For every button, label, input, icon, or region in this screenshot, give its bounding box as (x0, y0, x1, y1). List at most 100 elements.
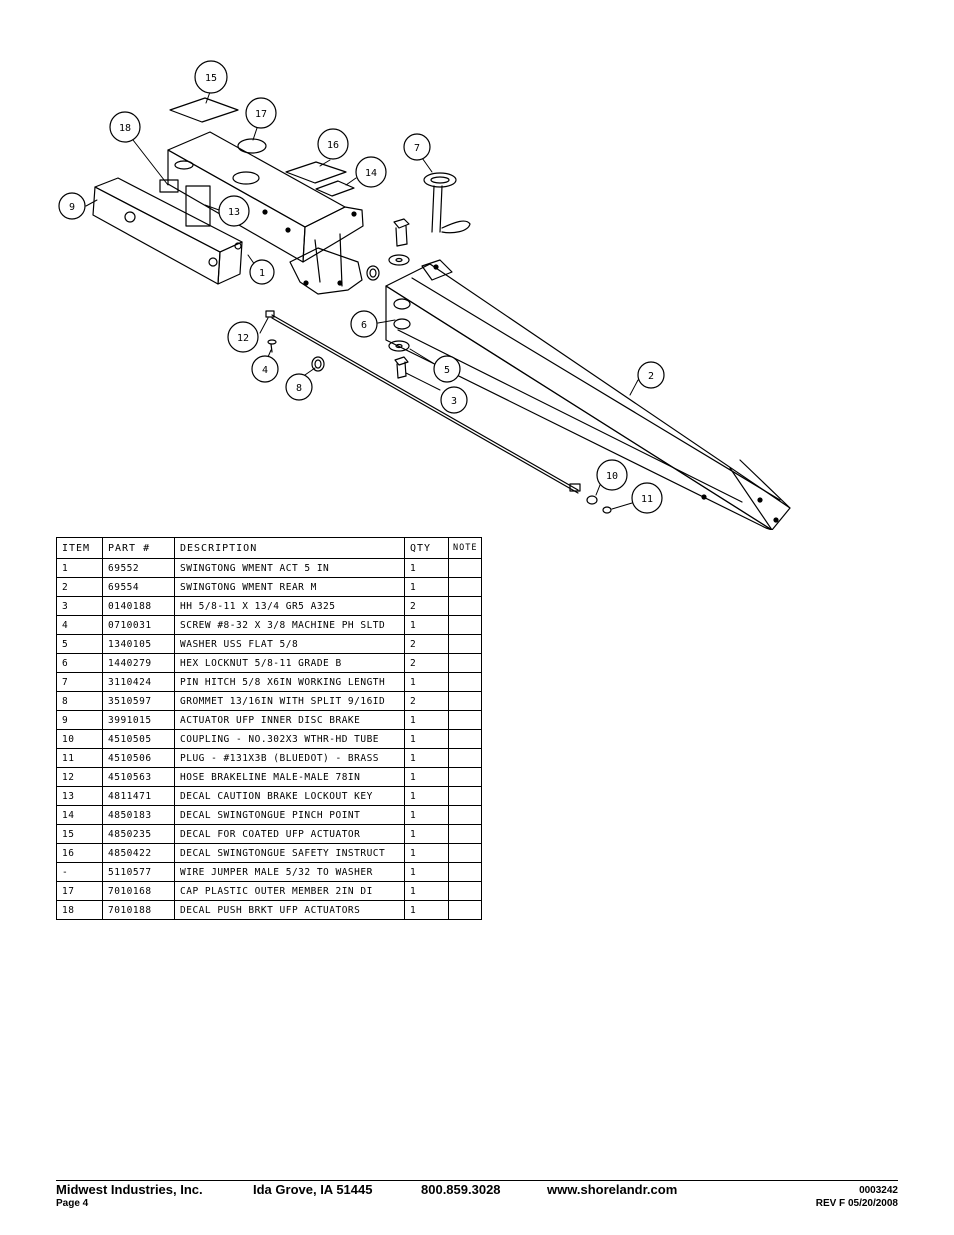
cell-description: DECAL FOR COATED UFP ACTUATOR (174, 824, 405, 844)
decal-14 (315, 180, 355, 197)
cell-note (447, 786, 483, 806)
cell-qty: 1 (404, 710, 449, 730)
cell-qty: 1 (404, 786, 449, 806)
cell-item: 14 (56, 805, 103, 825)
cell-description: SWINGTONG WMENT REAR M (174, 577, 405, 597)
cell-note (447, 805, 483, 825)
cell-part-number: 7010168 (102, 881, 175, 901)
callout-label: 9 (69, 202, 75, 213)
callout-label: 4 (262, 365, 268, 376)
cell-part-number: 1440279 (102, 653, 175, 673)
decal-16 (285, 161, 347, 184)
cell-item: 13 (56, 786, 103, 806)
callout-16: 16 (317, 128, 349, 160)
cell-note (447, 577, 483, 597)
cell-item: 7 (56, 672, 103, 692)
cap-17 (237, 138, 267, 154)
cell-item: 15 (56, 824, 103, 844)
cell-note (447, 767, 483, 787)
callout-1: 1 (249, 259, 275, 285)
cell-note (447, 634, 483, 654)
cell-item: 16 (56, 843, 103, 863)
callout-label: 17 (255, 109, 267, 120)
cell-note (447, 729, 483, 749)
callout-9: 9 (58, 192, 86, 220)
callout-label: 18 (119, 123, 131, 134)
cell-note (447, 596, 483, 616)
cell-part-number: 4510505 (102, 729, 175, 749)
callout-label: 13 (228, 207, 240, 218)
cell-note (447, 672, 483, 692)
cell-qty: 1 (404, 767, 449, 787)
cell-qty: 1 (404, 881, 449, 901)
cell-item: 8 (56, 691, 103, 711)
callout-label: 3 (451, 396, 457, 407)
page-number: Page 4 (56, 1198, 89, 1209)
coupling-10 (586, 495, 598, 505)
header-part-number: PART # (102, 537, 175, 559)
company-city: Ida Grove, IA 51445 (253, 1182, 373, 1197)
cell-item: 2 (56, 577, 103, 597)
cell-note (447, 748, 483, 768)
header-qty: QTY (404, 537, 449, 559)
cell-qty: 2 (404, 653, 449, 673)
callout-10: 10 (596, 459, 628, 491)
cell-item: 12 (56, 767, 103, 787)
decal-15 (169, 97, 239, 123)
cell-description: SWINGTONG WMENT ACT 5 IN (174, 558, 405, 578)
cell-qty: 1 (404, 729, 449, 749)
screw-4 (267, 339, 277, 353)
cell-note (447, 824, 483, 844)
cell-part-number: 0710031 (102, 615, 175, 635)
cell-item: 4 (56, 615, 103, 635)
company-website[interactable]: www.shorelandr.com (547, 1182, 678, 1197)
callout-3: 3 (440, 386, 468, 414)
cell-description: ACTUATOR UFP INNER DISC BRAKE (174, 710, 405, 730)
cell-part-number: 4510506 (102, 748, 175, 768)
cell-description: HH 5/8-11 X 13/4 GR5 A325 (174, 596, 405, 616)
cell-item: 1 (56, 558, 103, 578)
revision-date: REV F 05/20/2008 (815, 1198, 898, 1209)
cell-qty: 1 (404, 900, 449, 920)
cell-part-number: 69552 (102, 558, 175, 578)
exploded-parts-diagram: 15 17 18 16 7 14 9 13 1 6 12 4 8 5 3 2 1… (0, 0, 954, 530)
cell-item: - (56, 862, 103, 882)
callout-label: 14 (365, 168, 377, 179)
cell-qty: 2 (404, 596, 449, 616)
cell-qty: 1 (404, 862, 449, 882)
cell-description: HEX LOCKNUT 5/8-11 GRADE B (174, 653, 405, 673)
cell-item: 11 (56, 748, 103, 768)
callout-18: 18 (109, 111, 141, 143)
cell-qty: 1 (404, 843, 449, 863)
callout-13: 13 (218, 195, 250, 227)
cell-item: 3 (56, 596, 103, 616)
bolt-3-lower (394, 356, 409, 379)
leader-lines (85, 91, 639, 510)
cell-qty: 1 (404, 577, 449, 597)
callout-4: 4 (251, 355, 279, 383)
cell-part-number: 4850183 (102, 805, 175, 825)
cell-item: 6 (56, 653, 103, 673)
cell-note (447, 691, 483, 711)
cell-qty: 1 (404, 615, 449, 635)
cell-qty: 2 (404, 634, 449, 654)
washer-5-upper (388, 254, 410, 266)
cell-description: DECAL PUSH BRKT UFP ACTUATORS (174, 900, 405, 920)
cell-qty: 1 (404, 805, 449, 825)
callout-label: 16 (327, 140, 339, 151)
cell-note (447, 881, 483, 901)
callout-label: 2 (648, 371, 654, 382)
